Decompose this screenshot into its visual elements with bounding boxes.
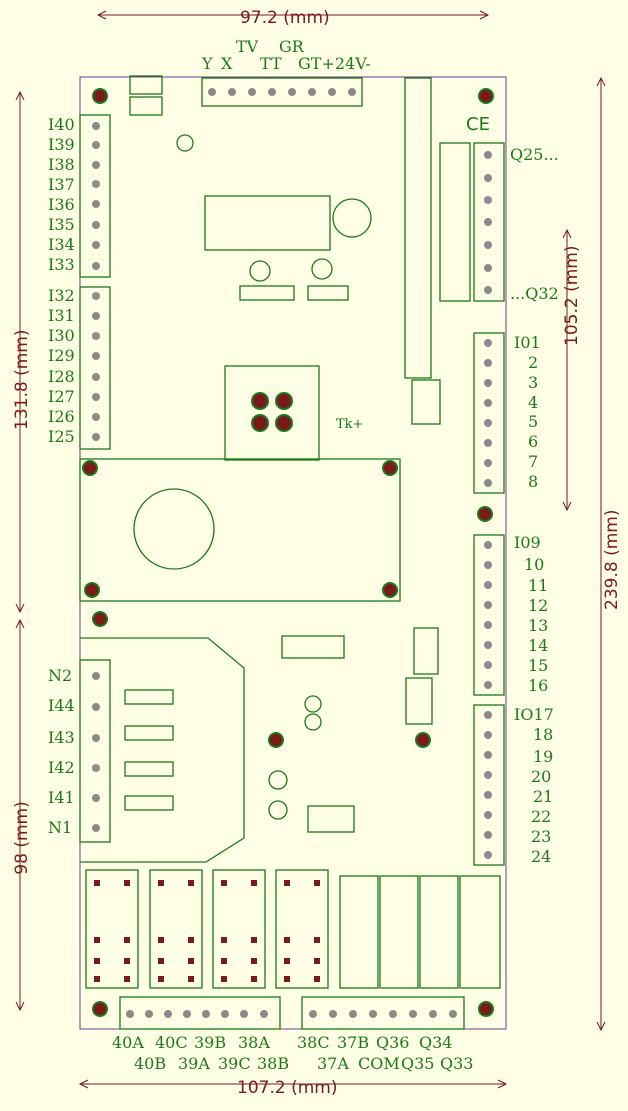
io-label: 5 — [528, 412, 539, 431]
board-outline — [79, 76, 507, 1030]
input-label: I29 — [48, 346, 75, 365]
io-label: 18 — [533, 725, 554, 744]
io-label: 23 — [531, 827, 552, 846]
io-label: 14 — [528, 636, 549, 655]
dimension-right-middle: 105.2 (mm) — [562, 245, 582, 346]
dimension-left-upper: 131.8 (mm) — [12, 329, 32, 430]
bottom-label: 39A — [178, 1054, 210, 1073]
bottom-label: COM — [358, 1054, 400, 1073]
bottom-label: Q35 — [401, 1054, 435, 1073]
bottom-label: Q33 — [440, 1054, 474, 1073]
input-label: I33 — [48, 255, 75, 274]
input-label: I37 — [48, 175, 75, 194]
io-label: 3 — [528, 373, 539, 392]
io-label: I09 — [514, 533, 541, 552]
input-label: I36 — [48, 195, 75, 214]
io-label: 4 — [528, 393, 539, 412]
io-label: 7 — [528, 452, 539, 471]
io-label: 12 — [528, 596, 549, 615]
dimension-bottom: 107.2 (mm) — [237, 1078, 338, 1098]
input-label: I25 — [48, 427, 75, 446]
input-label: I27 — [48, 387, 75, 406]
io-label: 15 — [528, 656, 549, 675]
bottom-label: 39C — [218, 1054, 251, 1073]
input-label: I38 — [48, 155, 75, 174]
input-label: I43 — [48, 728, 75, 747]
bottom-label: 37B — [337, 1033, 370, 1052]
io-label: 22 — [531, 807, 552, 826]
io-label: 24 — [531, 847, 552, 866]
input-label: N2 — [48, 666, 73, 685]
input-label: I32 — [48, 286, 75, 305]
relay-pins — [94, 880, 320, 982]
io-label: 16 — [528, 676, 549, 695]
dimension-right-full: 239.8 (mm) — [602, 509, 622, 610]
top-label-gr: GR — [279, 37, 304, 56]
input-label: I28 — [48, 367, 75, 386]
bottom-label: 37A — [317, 1054, 349, 1073]
bottom-label: Q34 — [419, 1033, 453, 1052]
terminal-pins — [92, 88, 492, 1018]
input-label: I31 — [48, 306, 75, 325]
top-label-x: X — [221, 54, 233, 73]
top-label-tv: TV — [236, 37, 259, 56]
input-label: N1 — [48, 818, 73, 837]
dimension-left-lower: 98 (mm) — [12, 801, 32, 875]
bottom-label: 38C — [297, 1033, 330, 1052]
io-label: 11 — [528, 576, 549, 595]
output-label-top: Q25... — [510, 145, 559, 164]
top-label-y: Y — [202, 54, 213, 73]
bottom-label: Q36 — [376, 1033, 410, 1052]
input-label: I26 — [48, 407, 75, 426]
io-label: 20 — [531, 767, 552, 786]
dimension-lines — [15, 10, 606, 1089]
bottom-label: 40A — [112, 1033, 144, 1052]
bottom-label: 38B — [257, 1054, 290, 1073]
io-label: 19 — [533, 747, 554, 766]
component-outlines — [79, 75, 505, 1030]
dimension-top: 97.2 (mm) — [240, 8, 330, 28]
io-label: 2 — [528, 353, 539, 372]
output-label-bottom: ...Q32 — [510, 284, 559, 303]
top-label-tt: TT — [260, 54, 282, 73]
input-label: I30 — [48, 326, 75, 345]
symbol-mark: Tk+ — [336, 417, 364, 432]
bottom-label: 38A — [238, 1033, 270, 1052]
top-label-gt24v: GT+24V- — [298, 54, 371, 73]
io-label: 8 — [528, 472, 539, 491]
io-label: IO17 — [514, 705, 554, 724]
ce-mark: CE — [466, 114, 490, 135]
io-label: 13 — [528, 616, 549, 635]
input-label: I41 — [48, 788, 75, 807]
io-label: 6 — [528, 432, 539, 451]
bottom-label: 40B — [134, 1054, 167, 1073]
input-label: I40 — [48, 115, 75, 134]
bottom-label: 40C — [155, 1033, 188, 1052]
input-label: I44 — [48, 696, 75, 715]
io-label: 10 — [524, 555, 545, 574]
input-label: I34 — [48, 235, 75, 254]
input-label: I42 — [48, 758, 75, 777]
bottom-label: 39B — [194, 1033, 227, 1052]
input-label: I39 — [48, 135, 75, 154]
io-label: I01 — [514, 333, 541, 352]
io-label: 21 — [533, 787, 554, 806]
input-label: I35 — [48, 215, 75, 234]
mounting-holes — [82, 88, 494, 1017]
